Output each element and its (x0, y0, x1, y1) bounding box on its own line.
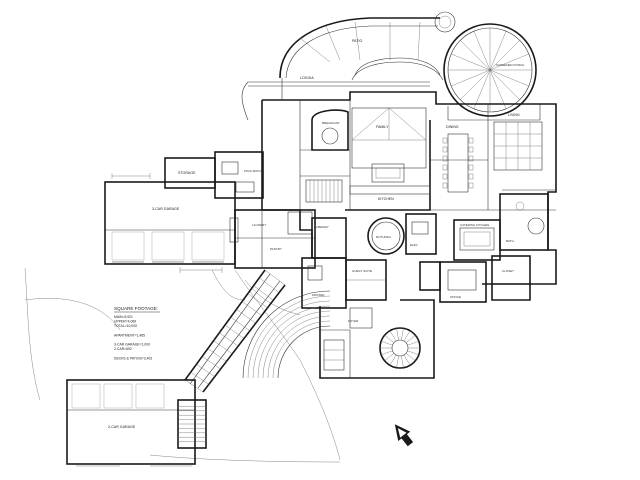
dining-label: DINING (446, 125, 459, 129)
catering-kitchen-label: CATERING KITCHEN (460, 223, 489, 227)
family-label: FAMILY (376, 125, 389, 129)
kitchen-label: KITCHEN (378, 197, 394, 201)
square-footage-line: MAIN=5,921 (114, 315, 133, 319)
square-footage-line: APARTMENT=1,465 (114, 333, 145, 337)
screened-porch: SCREENED PORCH (434, 11, 541, 121)
garage-2car-label: 2-CAR GARAGE (108, 425, 136, 429)
west-wing: STORAGE POOL BATH 3-CAR GARAGE LAUNDRY P… (104, 151, 316, 269)
master-label: MASTER (312, 293, 325, 297)
guest-suite-label: GUEST SUITE (352, 269, 372, 273)
foyer-label: FOYER (348, 319, 359, 323)
pool-bath-label: POOL BATH (244, 169, 261, 173)
pantry-label: PANTRY (270, 247, 282, 251)
laundry-label: LAUNDRY (252, 223, 266, 227)
master-bath-label: BATH (506, 239, 514, 243)
central-entry: LIBRARY ROTUNDA ELEV CATERING KITCHEN BA… (301, 193, 549, 309)
office-label: OFFICE (450, 295, 461, 299)
breakfast-label: BREAKFAST (322, 121, 340, 125)
covered-walkway (184, 269, 286, 393)
patio-label: PATIO (352, 39, 362, 43)
elevator-label: ELEV (410, 243, 418, 247)
rotunda-label: ROTUNDA (376, 235, 391, 239)
square-footage-line: TOTAL=10,000 (114, 324, 137, 328)
rear-patio: PATIO LOGGIA (241, 17, 444, 121)
north-arrow-icon (394, 424, 414, 447)
garage-2car: 2-CAR GARAGE (66, 379, 207, 465)
foyer: FOYER (319, 299, 435, 379)
living-label: LIVING (508, 113, 520, 117)
closet-label: CLOSET (502, 269, 514, 273)
screened-porch-label: SCREENED PORCH (496, 63, 524, 67)
dimension-marks (76, 173, 223, 467)
square-footage-line: UPPER=4,069 (114, 320, 136, 324)
storage-label: STORAGE (178, 171, 196, 175)
garage-3car-label: 3-CAR GARAGE (152, 207, 180, 211)
square-footage-line: 2-CAR=692 (114, 347, 132, 351)
library-label: LIBRARY (316, 225, 329, 229)
square-footage-line: 3-CAR GARAGE=1,000 (114, 343, 150, 347)
square-footage-note: SQUARE FOOTAGE: MAIN=5,921UPPER=4,069TOT… (114, 306, 160, 360)
loggia-label: LOGGIA (300, 76, 314, 80)
entry-steps (242, 290, 331, 379)
square-footage-heading: SQUARE FOOTAGE: (114, 306, 158, 311)
square-footage-line: DECKS & PATIOS=3,402 (114, 356, 152, 360)
site-lines (24, 267, 341, 463)
